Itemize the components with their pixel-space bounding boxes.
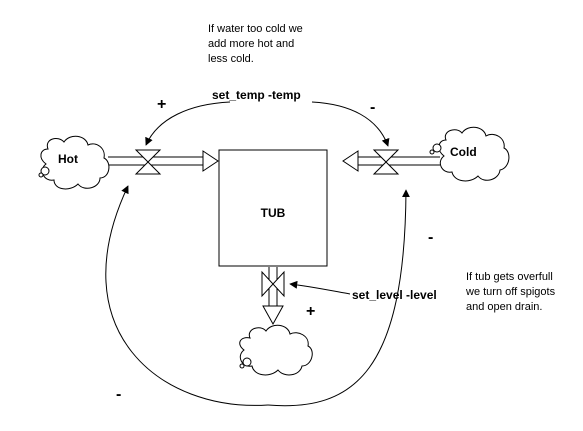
level-note: If tub gets overfull we turn off spigots… [465,271,556,313]
link-temp-to-cold-valve [311,101,390,147]
level-note-line: and open drain. [466,301,542,313]
drain-outflow [261,267,285,326]
tub-stock [218,149,328,267]
temp-note-line: If water too cold we [208,23,303,35]
hot-source-label: Hot [58,152,78,166]
temp-note-line: less cold. [208,53,254,65]
temp-note: If water too cold we add more hot and le… [208,23,303,65]
cold-valve-icon [372,149,400,175]
polarity-level-to-drain: + [306,303,315,320]
level-note-line: If tub gets overfull [466,271,553,283]
temp-note-line: add more hot and [208,38,294,50]
cold-source-cloud-icon [429,126,510,182]
hot-inflow [108,149,219,175]
polarity-temp-to-cold: - [370,99,375,116]
temp-error-variable: set_temp -temp [212,88,301,102]
drain-valve-icon [261,270,285,298]
level-note-line: we turn off spigots [465,286,556,298]
polarity-level-to-cold: - [428,229,433,246]
tub-label: TUB [261,206,286,220]
level-error-variable: set_level -level [352,288,437,302]
polarity-temp-to-hot: + [157,96,166,113]
cold-source-label: Cold [450,145,477,159]
hot-valve-icon [134,149,162,175]
link-level-to-cold-valve [267,189,410,407]
hot-source-cloud-icon [38,135,110,190]
link-level-to-drain-valve [289,280,351,295]
drain-sink-cloud-icon [239,324,313,376]
link-temp-to-hot-valve [145,101,231,146]
cold-inflow [342,149,440,175]
link-level-to-hot-valve [105,185,269,406]
polarity-level-to-hot: - [116,386,121,403]
